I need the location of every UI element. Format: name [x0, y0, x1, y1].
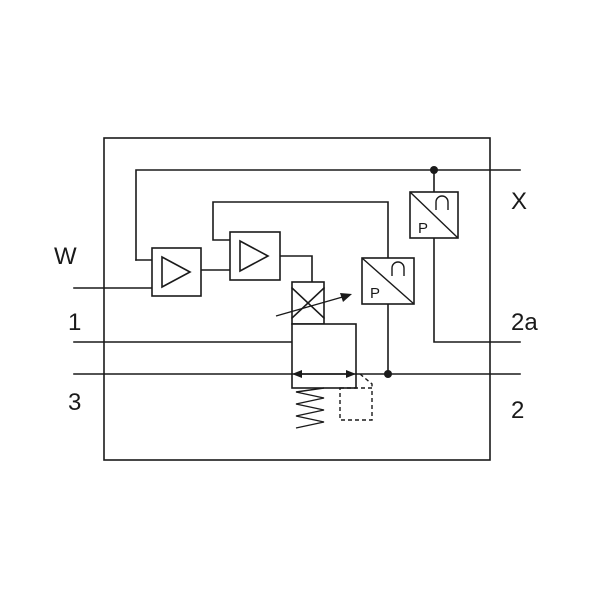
- main-valve: [291, 323, 373, 429]
- port-label-x: X: [511, 188, 527, 215]
- pressure-sensor-lower: P: [361, 257, 415, 305]
- amplifier-1: [151, 247, 202, 297]
- port-label-2: 2: [511, 397, 524, 424]
- port-label-w: W: [54, 243, 77, 270]
- port-label-3: 3: [68, 389, 81, 416]
- junction-dot-bottom: [384, 370, 392, 378]
- connection-lines: [73, 169, 521, 375]
- variable-throttle: [275, 281, 352, 325]
- port-label-2a: 2a: [511, 309, 538, 336]
- pressure-sensor-upper: P: [409, 191, 459, 239]
- pressure-sensor-upper-label: P: [418, 220, 428, 237]
- pressure-sensor-lower-label: P: [370, 285, 380, 302]
- port-label-1: 1: [68, 309, 81, 336]
- amplifier-2: [229, 231, 281, 281]
- junction-dot-top: [430, 166, 438, 174]
